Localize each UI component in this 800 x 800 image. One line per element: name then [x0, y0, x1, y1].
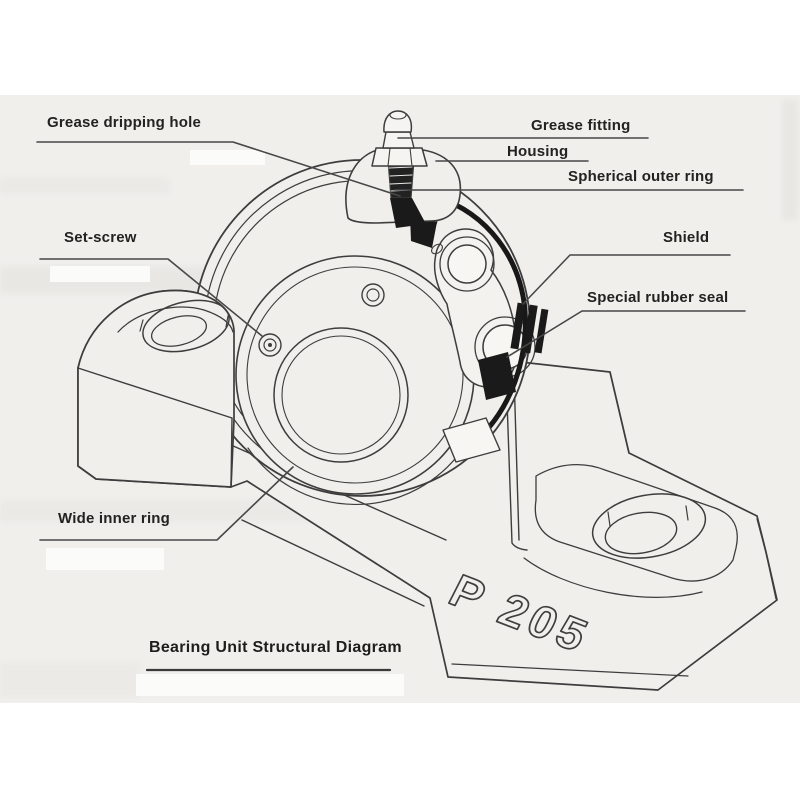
label-grease-dripping-hole: Grease dripping hole: [47, 114, 202, 131]
right-foot-contour: [534, 463, 738, 582]
right-bolt-hole: [604, 511, 678, 555]
rubber-seal-section: [478, 352, 516, 400]
outer-ring-cut-face-bottom: [442, 417, 501, 463]
pillow-web-edges: [505, 371, 630, 551]
right-bolt-hole-depth-lines: [607, 505, 689, 527]
bore-inner-line: [281, 335, 401, 455]
inner-ring-face-line: [246, 266, 464, 484]
fitting-cap: [383, 110, 413, 133]
shield-sections: [510, 302, 549, 354]
grease-hole-ring-inner: [366, 288, 380, 302]
grease-fitting-assembly: [345, 110, 462, 228]
inner-ring: [235, 255, 475, 505]
inner-ring-outer-edge: [235, 255, 475, 495]
scan-white-patch: [46, 548, 164, 570]
scan-white-patch: [190, 150, 265, 165]
fitting-neck: [382, 131, 415, 149]
left-bolt-hole: [150, 315, 208, 347]
bore-edge: [273, 327, 409, 463]
grease-passage-dark: [390, 198, 426, 228]
leader-wide-inner-ring: [39, 466, 294, 541]
set-screw-dot: [268, 343, 272, 347]
left-bolt-hole-counterbore: [142, 299, 230, 353]
set-screw-hole: [258, 333, 282, 357]
leader-shield: [522, 254, 731, 305]
fitting-hex-flare: [371, 147, 428, 167]
bearing-ball-upper: [447, 244, 487, 284]
fitting-cap-top: [389, 110, 407, 120]
label-set-screw: Set-screw: [64, 229, 137, 246]
cutaway-section: [405, 189, 549, 463]
label-shield: Shield: [663, 229, 710, 246]
diagram-caption: Bearing Unit Structural Diagram: [149, 639, 402, 656]
scan-white-patch: [136, 674, 404, 696]
scan-smudge: [0, 500, 350, 522]
leader-special-rubber-seal: [506, 310, 746, 358]
scan-smudge: [0, 178, 170, 194]
scan-white-patch: [50, 266, 150, 282]
leader-lines: [36, 137, 746, 672]
left-foot-block: [77, 289, 235, 488]
scan-smudge: [782, 100, 798, 220]
right-bolt-hole-counterbore: [591, 493, 707, 559]
label-grease-fitting: Grease fitting: [531, 117, 631, 134]
scan-smudge: [0, 662, 140, 698]
label-spherical-outer-ring: Spherical outer ring: [568, 168, 714, 185]
label-special-rubber-seal: Special rubber seal: [587, 289, 729, 306]
left-foot-front-edge: [77, 367, 233, 488]
label-wide-inner-ring: Wide inner ring: [58, 510, 171, 527]
leader-set-screw: [39, 258, 263, 337]
set-screw-hole-inner: [263, 338, 277, 352]
hex-facet-lines: [387, 147, 413, 167]
outer-ring-cut-edge-arc: [434, 194, 528, 449]
right-foot-outer-contour: [523, 557, 703, 598]
label-housing: Housing: [507, 143, 569, 160]
right-end-chamfer: [451, 518, 777, 677]
cage-rivet-slot: [431, 243, 443, 255]
left-foot: [77, 289, 235, 488]
inner-ring-bottom-protrusion: [247, 447, 463, 505]
thread-lines: [388, 166, 413, 192]
bearing-ball-upper-pocket: [439, 236, 495, 292]
grease-hole-ring: [361, 283, 385, 307]
left-bolt-hole-depth-lines: [139, 315, 229, 332]
leader-grease-dripping-hole: [36, 141, 401, 197]
